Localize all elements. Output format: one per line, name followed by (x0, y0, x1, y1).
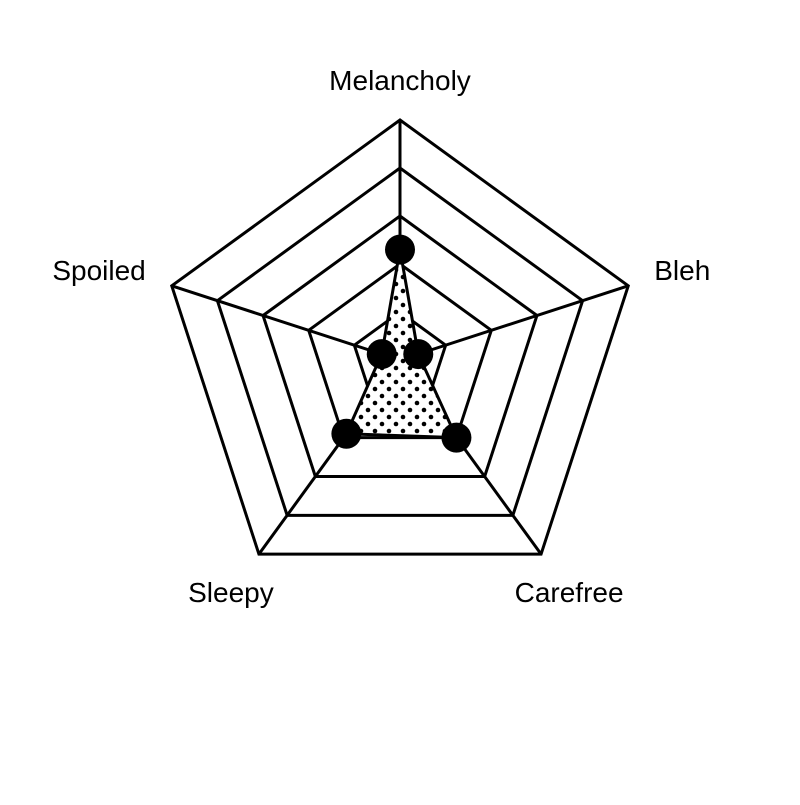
grid-ring-2 (306, 262, 494, 440)
data-point-sleepy (331, 418, 362, 449)
radar-series (331, 234, 472, 453)
axis-label-melancholy: Melancholy (329, 65, 471, 96)
data-point-bleh (403, 339, 434, 370)
data-point-carefree (441, 422, 472, 453)
axis-label-sleepy: Sleepy (188, 577, 274, 608)
axis-label-carefree: Carefree (515, 577, 624, 608)
axis-label-spoiled: Spoiled (52, 255, 145, 286)
grid-ring-3 (261, 214, 539, 478)
data-point-melancholy (385, 234, 415, 265)
axis-label-bleh: Bleh (654, 255, 710, 286)
data-point-spoiled (366, 339, 397, 370)
axis-spoke-bleh (399, 284, 629, 362)
axis-spoke-spoiled (171, 284, 401, 362)
grid-ring-4 (215, 166, 585, 517)
series-area (346, 249, 457, 438)
grid-ring-5 (169, 118, 631, 556)
series-line (344, 248, 458, 440)
